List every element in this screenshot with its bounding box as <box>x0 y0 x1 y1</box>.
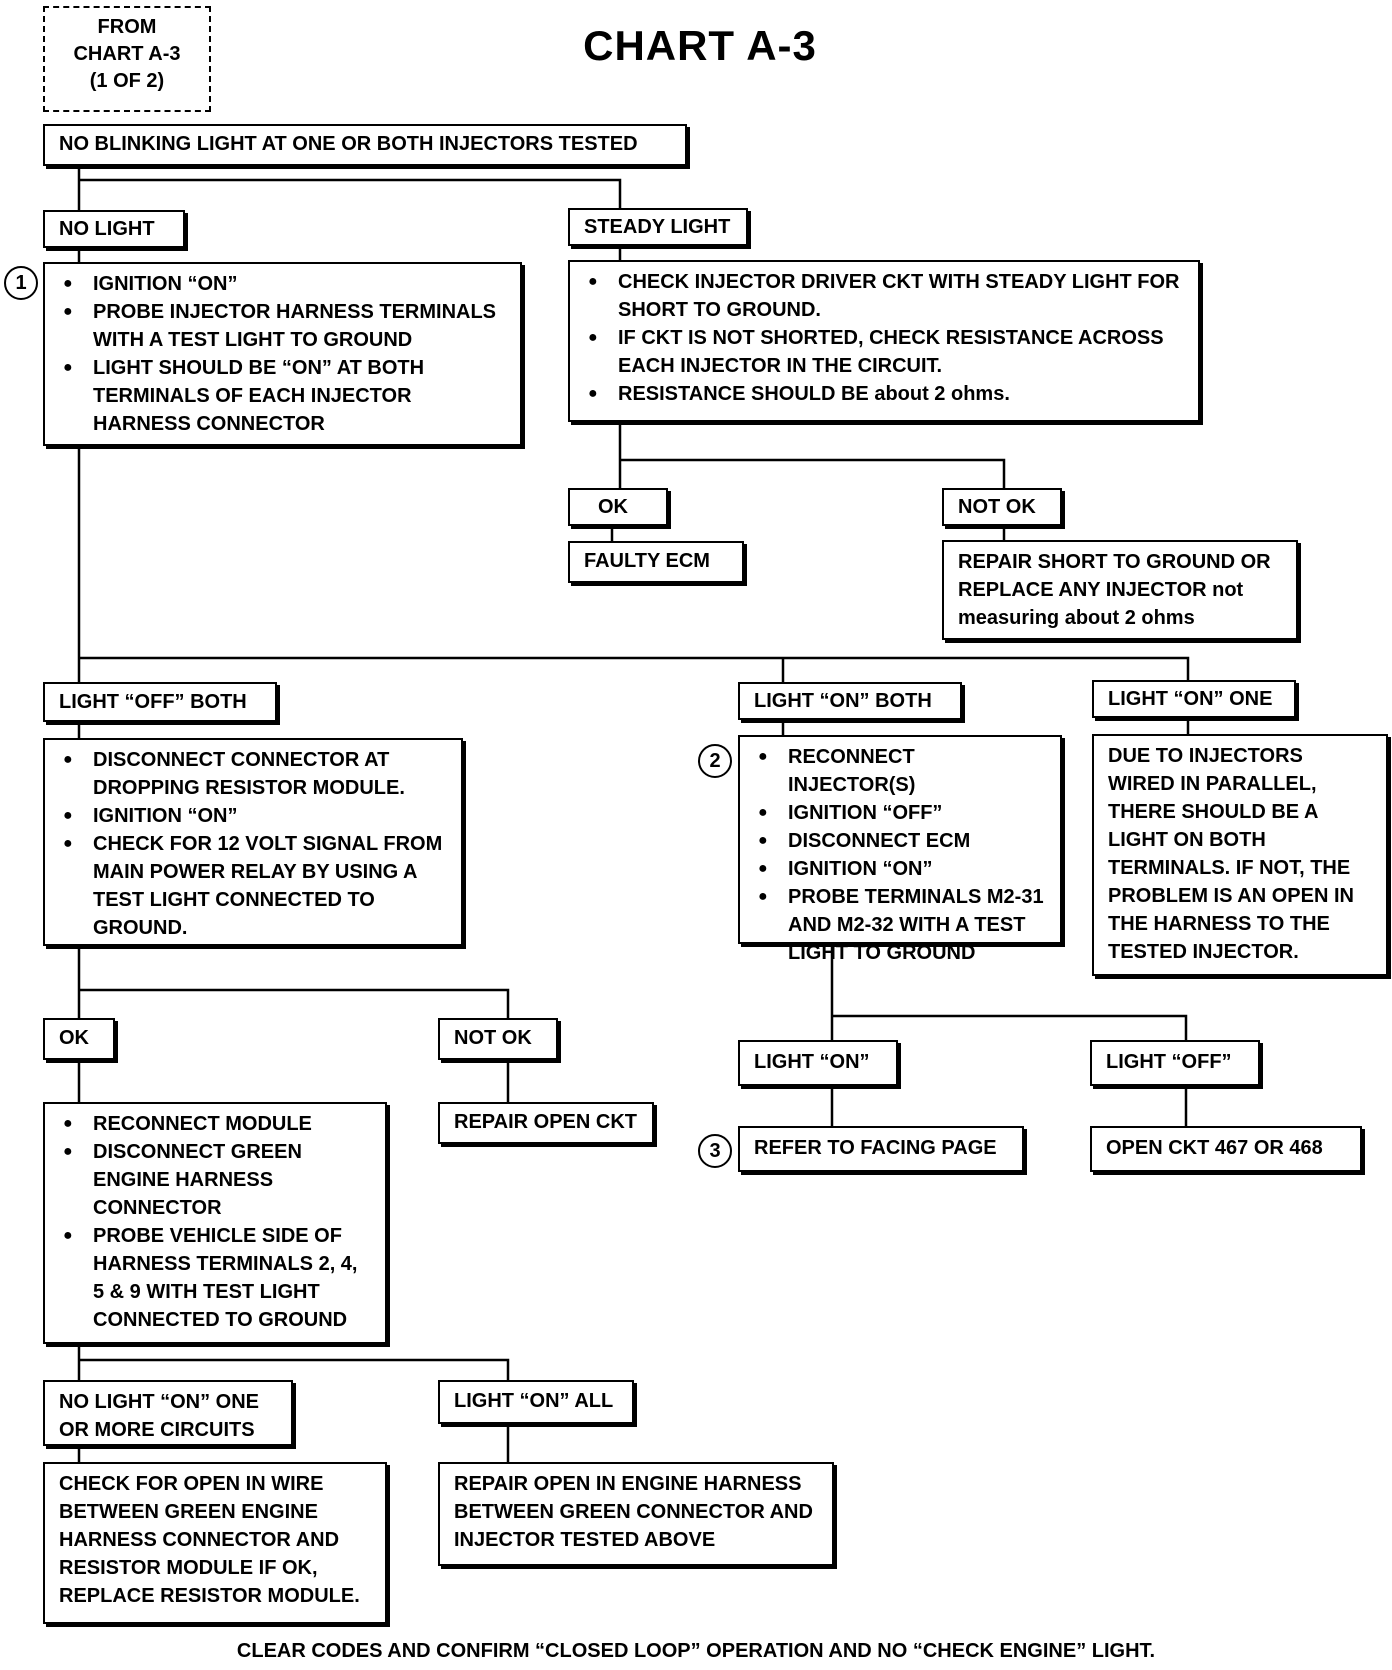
faulty-ecm-result: FAULTY ECM <box>568 541 744 583</box>
ok-step-1: RECONNECT MODULE <box>59 1110 371 1138</box>
steady-step-3: RESISTANCE SHOULD BE about 2 ohms. <box>584 380 1184 408</box>
step-3-marker: 3 <box>698 1134 732 1168</box>
ok-step-3: PROBE VEHICLE SIDE OF HARNESS TERMINALS … <box>59 1222 371 1334</box>
off-both-step-1: DISCONNECT CONNECTOR AT DROPPING RESISTO… <box>59 746 447 802</box>
steady-step-1: CHECK INJECTOR DRIVER CKT WITH STEADY LI… <box>584 268 1184 324</box>
off-both-ok-label: OK <box>43 1018 115 1060</box>
steady-step-2: IF CKT IS NOT SHORTED, CHECK RESISTANCE … <box>584 324 1184 380</box>
off-both-step-3: CHECK FOR 12 VOLT SIGNAL FROM MAIN POWER… <box>59 830 447 942</box>
footer-instruction: CLEAR CODES AND CONFIRM “CLOSED LOOP” OP… <box>236 1640 1156 1662</box>
light-off-both-label: LIGHT “OFF” BOTH <box>43 682 277 722</box>
no-light-step-3: LIGHT SHOULD BE “ON” AT BOTH TERMINALS O… <box>59 354 506 438</box>
top-condition-box: NO BLINKING LIGHT AT ONE OR BOTH INJECTO… <box>43 124 687 166</box>
refer-facing-page-result: REFER TO FACING PAGE <box>738 1126 1024 1172</box>
light-on-both-steps-box: RECONNECT INJECTOR(S) IGNITION “OFF” DIS… <box>738 735 1062 964</box>
check-open-wire-result: CHECK FOR OPEN IN WIRE BETWEEN GREEN ENG… <box>43 1462 387 1624</box>
no-light-step-1: IGNITION “ON” <box>59 270 506 298</box>
from-line-1: FROM <box>97 16 157 38</box>
off-both-step-2: IGNITION “ON” <box>59 802 447 830</box>
light-off-both-steps-box: DISCONNECT CONNECTOR AT DROPPING RESISTO… <box>43 738 463 946</box>
no-light-step-2: PROBE INJECTOR HARNESS TERMINALS WITH A … <box>59 298 506 354</box>
from-chart-reference: FROM CHART A-3 (1 OF 2) <box>43 6 211 112</box>
repair-short-result: REPAIR SHORT TO GROUND OR REPLACE ANY IN… <box>942 540 1298 640</box>
step-1-marker: 1 <box>4 266 38 300</box>
ok-step-2: DISCONNECT GREEN ENGINE HARNESS CONNECTO… <box>59 1138 371 1222</box>
on-both-step-2: IGNITION “OFF” <box>754 799 1046 827</box>
light-on-one-label: LIGHT “ON” ONE <box>1092 680 1296 718</box>
light-on-all-label: LIGHT “ON” ALL <box>438 1380 634 1424</box>
no-light-label: NO LIGHT <box>43 210 185 248</box>
on-both-step-1: RECONNECT INJECTOR(S) <box>754 743 1046 799</box>
steady-light-steps-box: CHECK INJECTOR DRIVER CKT WITH STEADY LI… <box>568 260 1200 422</box>
light-on-one-result: DUE TO INJECTORS WIRED IN PARALLEL, THER… <box>1092 734 1388 976</box>
steady-not-ok-label: NOT OK <box>942 488 1062 526</box>
repair-open-ckt-result: REPAIR OPEN CKT <box>438 1102 654 1144</box>
on-both-step-5: PROBE TERMINALS M2-31 AND M2-32 WITH A T… <box>754 883 1046 967</box>
steady-ok-label: OK <box>568 488 668 526</box>
light-on-label: LIGHT “ON” <box>738 1040 898 1086</box>
no-light-one-or-more-label: NO LIGHT “ON” ONE OR MORE CIRCUITS <box>43 1380 293 1446</box>
from-line-3: (1 OF 2) <box>89 70 165 92</box>
step-2-marker: 2 <box>698 744 732 778</box>
on-both-step-3: DISCONNECT ECM <box>754 827 1046 855</box>
no-light-steps-box: IGNITION “ON” PROBE INJECTOR HARNESS TER… <box>43 262 522 446</box>
open-ckt-467-468-result: OPEN CKT 467 OR 468 <box>1090 1126 1362 1172</box>
chart-title: CHART A-3 <box>583 22 817 69</box>
off-both-ok-steps-box: RECONNECT MODULE DISCONNECT GREEN ENGINE… <box>43 1102 387 1344</box>
from-line-2: CHART A-3 <box>73 43 181 65</box>
light-off-label: LIGHT “OFF” <box>1090 1040 1260 1086</box>
steady-light-label: STEADY LIGHT <box>568 208 748 246</box>
off-both-not-ok-label: NOT OK <box>438 1018 558 1060</box>
light-on-both-label: LIGHT “ON” BOTH <box>738 682 962 720</box>
on-both-step-4: IGNITION “ON” <box>754 855 1046 883</box>
repair-open-harness-result: REPAIR OPEN IN ENGINE HARNESS BETWEEN GR… <box>438 1462 834 1566</box>
